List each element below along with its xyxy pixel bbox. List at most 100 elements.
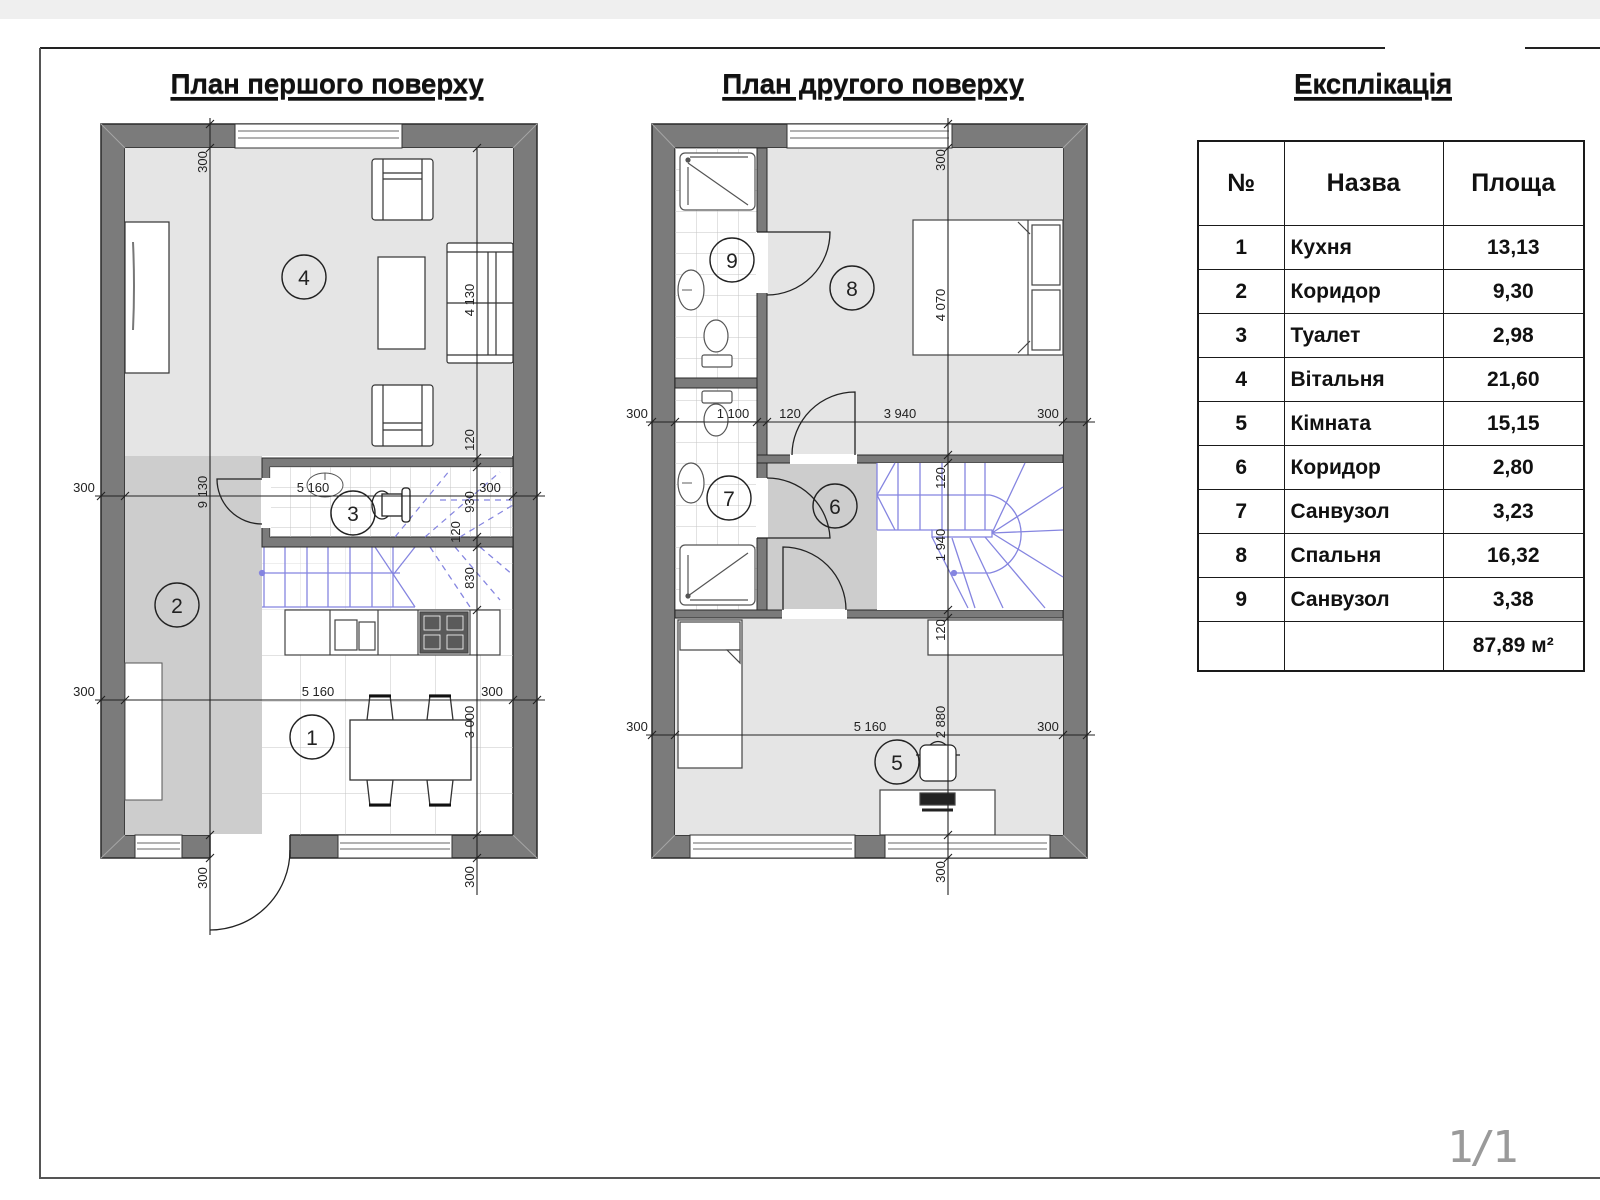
corridor-wardrobe — [124, 662, 163, 801]
svg-text:3 940: 3 940 — [884, 406, 917, 421]
dining-table — [349, 694, 472, 807]
svg-text:3: 3 — [347, 503, 359, 526]
svg-text:6: 6 — [829, 496, 841, 519]
row-name: Кімната — [1283, 401, 1444, 446]
row-name: Спальня — [1283, 533, 1444, 578]
bathroom-fixtures — [677, 152, 756, 606]
svg-text:300: 300 — [73, 480, 95, 495]
svg-text:300: 300 — [1037, 406, 1059, 421]
svg-text:9: 9 — [726, 250, 738, 273]
svg-text:5 160: 5 160 — [302, 684, 335, 699]
row-num: 8 — [1197, 533, 1285, 578]
row-num: 4 — [1197, 357, 1285, 402]
armchair-top — [371, 158, 434, 221]
room-marker-9 — [709, 237, 755, 283]
svg-text:300: 300 — [626, 719, 648, 734]
svg-text:2: 2 — [171, 595, 183, 618]
room-marker-4 — [281, 254, 327, 300]
row-name: Вітальня — [1283, 357, 1444, 402]
windows — [689, 123, 1051, 859]
svg-text:3 000: 3 000 — [462, 706, 477, 739]
table-row: 4 Вітальня 21,60 — [1197, 357, 1585, 402]
row-area: 13,13 — [1442, 225, 1585, 270]
desk-chair — [919, 744, 957, 782]
header-area: Площа — [1442, 140, 1585, 226]
table-row: 1 Кухня 13,13 — [1197, 225, 1585, 270]
row-area: 16,32 — [1442, 533, 1585, 578]
room-marker-8 — [829, 265, 875, 311]
second-floor-plan: 300 1 100 120 3 940 300 300 5 160 300 30… — [626, 118, 1095, 895]
svg-text:120: 120 — [933, 467, 948, 489]
room-marker-1 — [289, 714, 335, 760]
first-floor-plan: 300 9 130 300 4 130 120 930 120 830 3 00… — [73, 118, 545, 935]
svg-text:300: 300 — [195, 867, 210, 889]
stairs — [876, 462, 1064, 609]
room-marker-3 — [330, 490, 376, 536]
row-name: Санвузол — [1283, 577, 1444, 622]
row-num: 9 — [1197, 577, 1285, 622]
room-marker-7 — [706, 475, 752, 521]
toilet-9 — [703, 319, 729, 353]
svg-text:1: 1 — [306, 727, 318, 750]
dimension-labels: 300 1 100 120 3 940 300 300 5 160 300 30… — [626, 149, 1059, 883]
toilet-7 — [701, 390, 733, 404]
tv-cabinet — [124, 221, 170, 374]
row-num: 3 — [1197, 313, 1285, 358]
svg-text:5: 5 — [891, 752, 903, 775]
svg-text:300: 300 — [479, 480, 501, 495]
dimension-lines — [646, 118, 1095, 895]
dimension-lines — [95, 118, 545, 935]
kitchen-counter — [284, 609, 501, 656]
svg-text:300: 300 — [481, 684, 503, 699]
explication-title: Експлікація — [1294, 68, 1452, 99]
row-area: 2,80 — [1442, 445, 1585, 490]
row-num: 6 — [1197, 445, 1285, 490]
living-room-furniture — [124, 158, 514, 447]
explication-table: № Назва Площа 1 Кухня 13,13 2 Коридор 9,… — [1197, 140, 1585, 672]
row-area: 9,30 — [1442, 269, 1585, 314]
svg-text:300: 300 — [73, 684, 95, 699]
table-row: 8 Спальня 16,32 — [1197, 533, 1585, 578]
stove — [419, 611, 469, 654]
kitchen-sink — [334, 619, 358, 651]
row-num: 5 — [1197, 401, 1285, 446]
svg-text:120: 120 — [933, 619, 948, 641]
svg-text:300: 300 — [626, 406, 648, 421]
row-area: 21,60 — [1442, 357, 1585, 402]
interior-walls — [674, 147, 1064, 619]
armchair-bottom — [371, 384, 434, 447]
svg-text:4 070: 4 070 — [933, 289, 948, 322]
toilet-door — [216, 478, 263, 525]
shower-9 — [679, 152, 756, 211]
room-markers: 1 2 3 4 — [154, 254, 376, 760]
windows — [134, 123, 453, 859]
table-row: 5 Кімната 15,15 — [1197, 401, 1585, 446]
double-bed — [912, 219, 1064, 356]
svg-text:300: 300 — [933, 861, 948, 883]
room-marker-5 — [874, 739, 920, 785]
room-markers: 9 8 7 6 5 — [706, 237, 920, 785]
coffee-table — [377, 256, 426, 350]
stairs — [258, 546, 514, 608]
second-floor-title: План другого поверху — [722, 68, 1024, 99]
table-row: 2 Коридор 9,30 — [1197, 269, 1585, 314]
svg-text:7: 7 — [723, 488, 735, 511]
svg-text:300: 300 — [195, 151, 210, 173]
svg-text:120: 120 — [462, 429, 477, 451]
table-row: 7 Санвузол 3,23 — [1197, 489, 1585, 534]
svg-text:5 160: 5 160 — [297, 480, 330, 495]
row-name: Туалет — [1283, 313, 1444, 358]
svg-text:5 160: 5 160 — [854, 719, 887, 734]
row-area: 3,23 — [1442, 489, 1585, 534]
total-empty-cell — [1283, 621, 1444, 672]
wardrobe — [927, 619, 1064, 656]
header-num: № — [1197, 140, 1285, 226]
row-area: 2,98 — [1442, 313, 1585, 358]
page-frame — [39, 47, 1600, 1179]
room-marker-6 — [812, 483, 858, 529]
svg-text:300: 300 — [1037, 719, 1059, 734]
svg-text:300: 300 — [462, 866, 477, 888]
svg-text:1 940: 1 940 — [933, 529, 948, 562]
top-bar — [0, 0, 1600, 19]
row-area: 15,15 — [1442, 401, 1585, 446]
